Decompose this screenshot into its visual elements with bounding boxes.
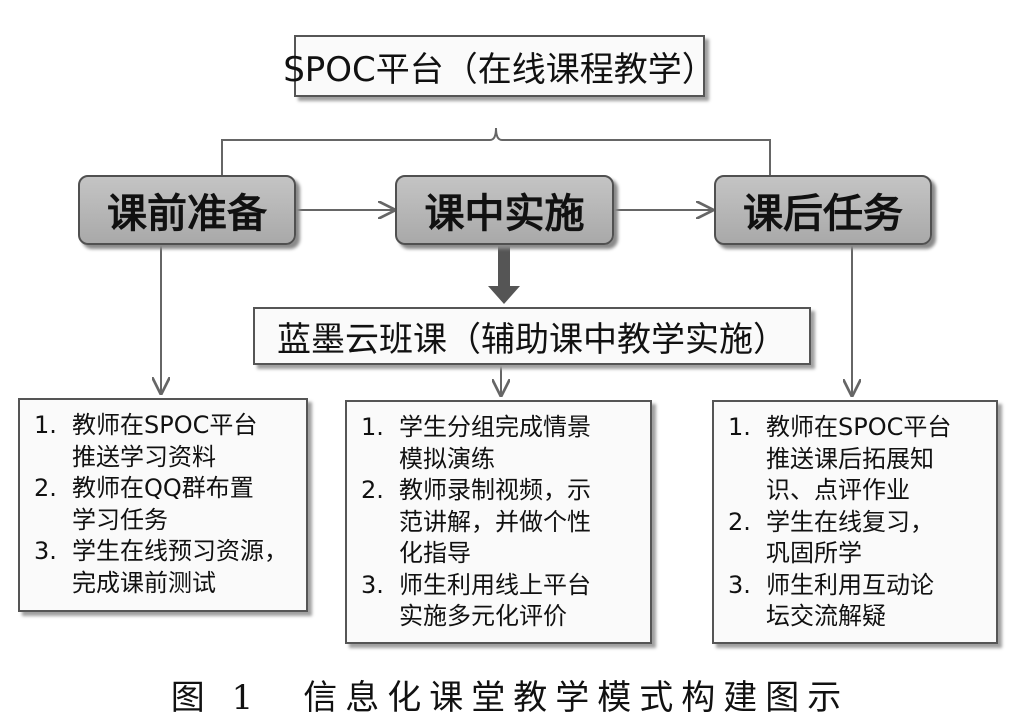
list-item-line: 教师在SPOC平台 <box>766 413 952 441</box>
list-item-line: 模拟演练 <box>399 444 495 473</box>
list-item: 3. 师生利用线上平台实施多元化评价 <box>361 570 642 633</box>
brace-connector <box>221 127 771 175</box>
list-item: 2. 学生在线复习， 巩固所学 <box>728 507 988 570</box>
list-item-line: 教师在SPOC平台 <box>72 411 258 439</box>
list-item-line: 学生在线复习， <box>766 507 934 536</box>
stage-during: 课中实施 <box>395 175 614 245</box>
list-item-line: 学习任务 <box>72 505 168 534</box>
list-item-line: 学生在线预习资源， <box>72 537 288 565</box>
list-item: 1. 学生分组完成情景模拟演练 <box>361 412 642 475</box>
list-item-line: 巩固所学 <box>766 539 862 567</box>
list-item-number: 1. <box>361 413 384 441</box>
thick-arrow-down <box>488 246 520 304</box>
list-item-line: 完成课前测试 <box>72 568 216 597</box>
list-item-number: 3. <box>34 537 57 565</box>
stage-during-label: 课中实施 <box>424 191 585 237</box>
stage-after: 课后任务 <box>714 175 932 245</box>
list-item-number: 2. <box>34 474 57 502</box>
platform-box: SPOC平台（在线课程教学） <box>283 35 716 97</box>
figure-caption: 图 1 信息化课堂教学模式构建图示 <box>170 678 850 718</box>
list-item: 2. 教师在QQ群布置学习任务 <box>34 473 298 536</box>
list-item-line: 教师在QQ群布置 <box>72 474 254 502</box>
list-item-line: 师生利用线上平台 <box>399 570 591 599</box>
stage-after-label: 课后任务 <box>743 191 903 237</box>
list-box-after: 1. 教师在SPOC平台推送课后拓展知识、点评作业 2. 学生在线复习， 巩固所学… <box>712 400 998 644</box>
list-item-number: 1. <box>728 413 751 441</box>
list-item: 2. 教师录制视频，示范讲解，并做个性化指导 <box>361 475 642 570</box>
list-item-number: 1. <box>34 411 57 439</box>
list-item: 1. 教师在SPOC平台推送学习资料 <box>34 410 298 473</box>
list-item-line: 范讲解，并做个性 <box>399 507 591 536</box>
list-box-before: 1. 教师在SPOC平台推送学习资料 2. 教师在QQ群布置学习任务 3. 学生… <box>18 398 308 612</box>
list-item-line: 推送课后拓展知 <box>766 444 934 473</box>
list-item-number: 3. <box>361 570 384 599</box>
list-item-line: 推送学习资料 <box>72 442 216 471</box>
list-item: 3. 学生在线预习资源， 完成课前测试 <box>34 536 298 599</box>
list-item-line: 坛交流解疑 <box>766 602 886 630</box>
list-item-line: 实施多元化评价 <box>399 602 567 630</box>
list-item-line: 学生分组完成情景 <box>399 413 591 441</box>
list-item-line: 化指导 <box>399 539 471 567</box>
list-item-line: 识、点评作业 <box>766 476 910 504</box>
list-box-during: 1. 学生分组完成情景模拟演练 2. 教师录制视频，示范讲解，并做个性化指导 3… <box>345 400 652 644</box>
stage-before: 课前准备 <box>78 175 296 245</box>
support-title: 蓝墨云班课（辅助课中教学实施） <box>277 319 787 360</box>
list-item-line: 师生利用互动论 <box>766 570 934 599</box>
list-item-number: 3. <box>728 570 751 599</box>
list-item-number: 2. <box>361 476 384 504</box>
list-item: 3. 师生利用互动论坛交流解疑 <box>728 570 988 633</box>
list-item: 1. 教师在SPOC平台推送课后拓展知识、点评作业 <box>728 412 988 507</box>
platform-title: SPOC平台（在线课程教学） <box>283 49 716 90</box>
list-item-number: 2. <box>728 507 751 536</box>
list-item-line: 教师录制视频，示 <box>399 476 591 504</box>
support-box: 蓝墨云班课（辅助课中教学实施） <box>253 307 811 365</box>
stage-before-label: 课前准备 <box>107 191 267 237</box>
